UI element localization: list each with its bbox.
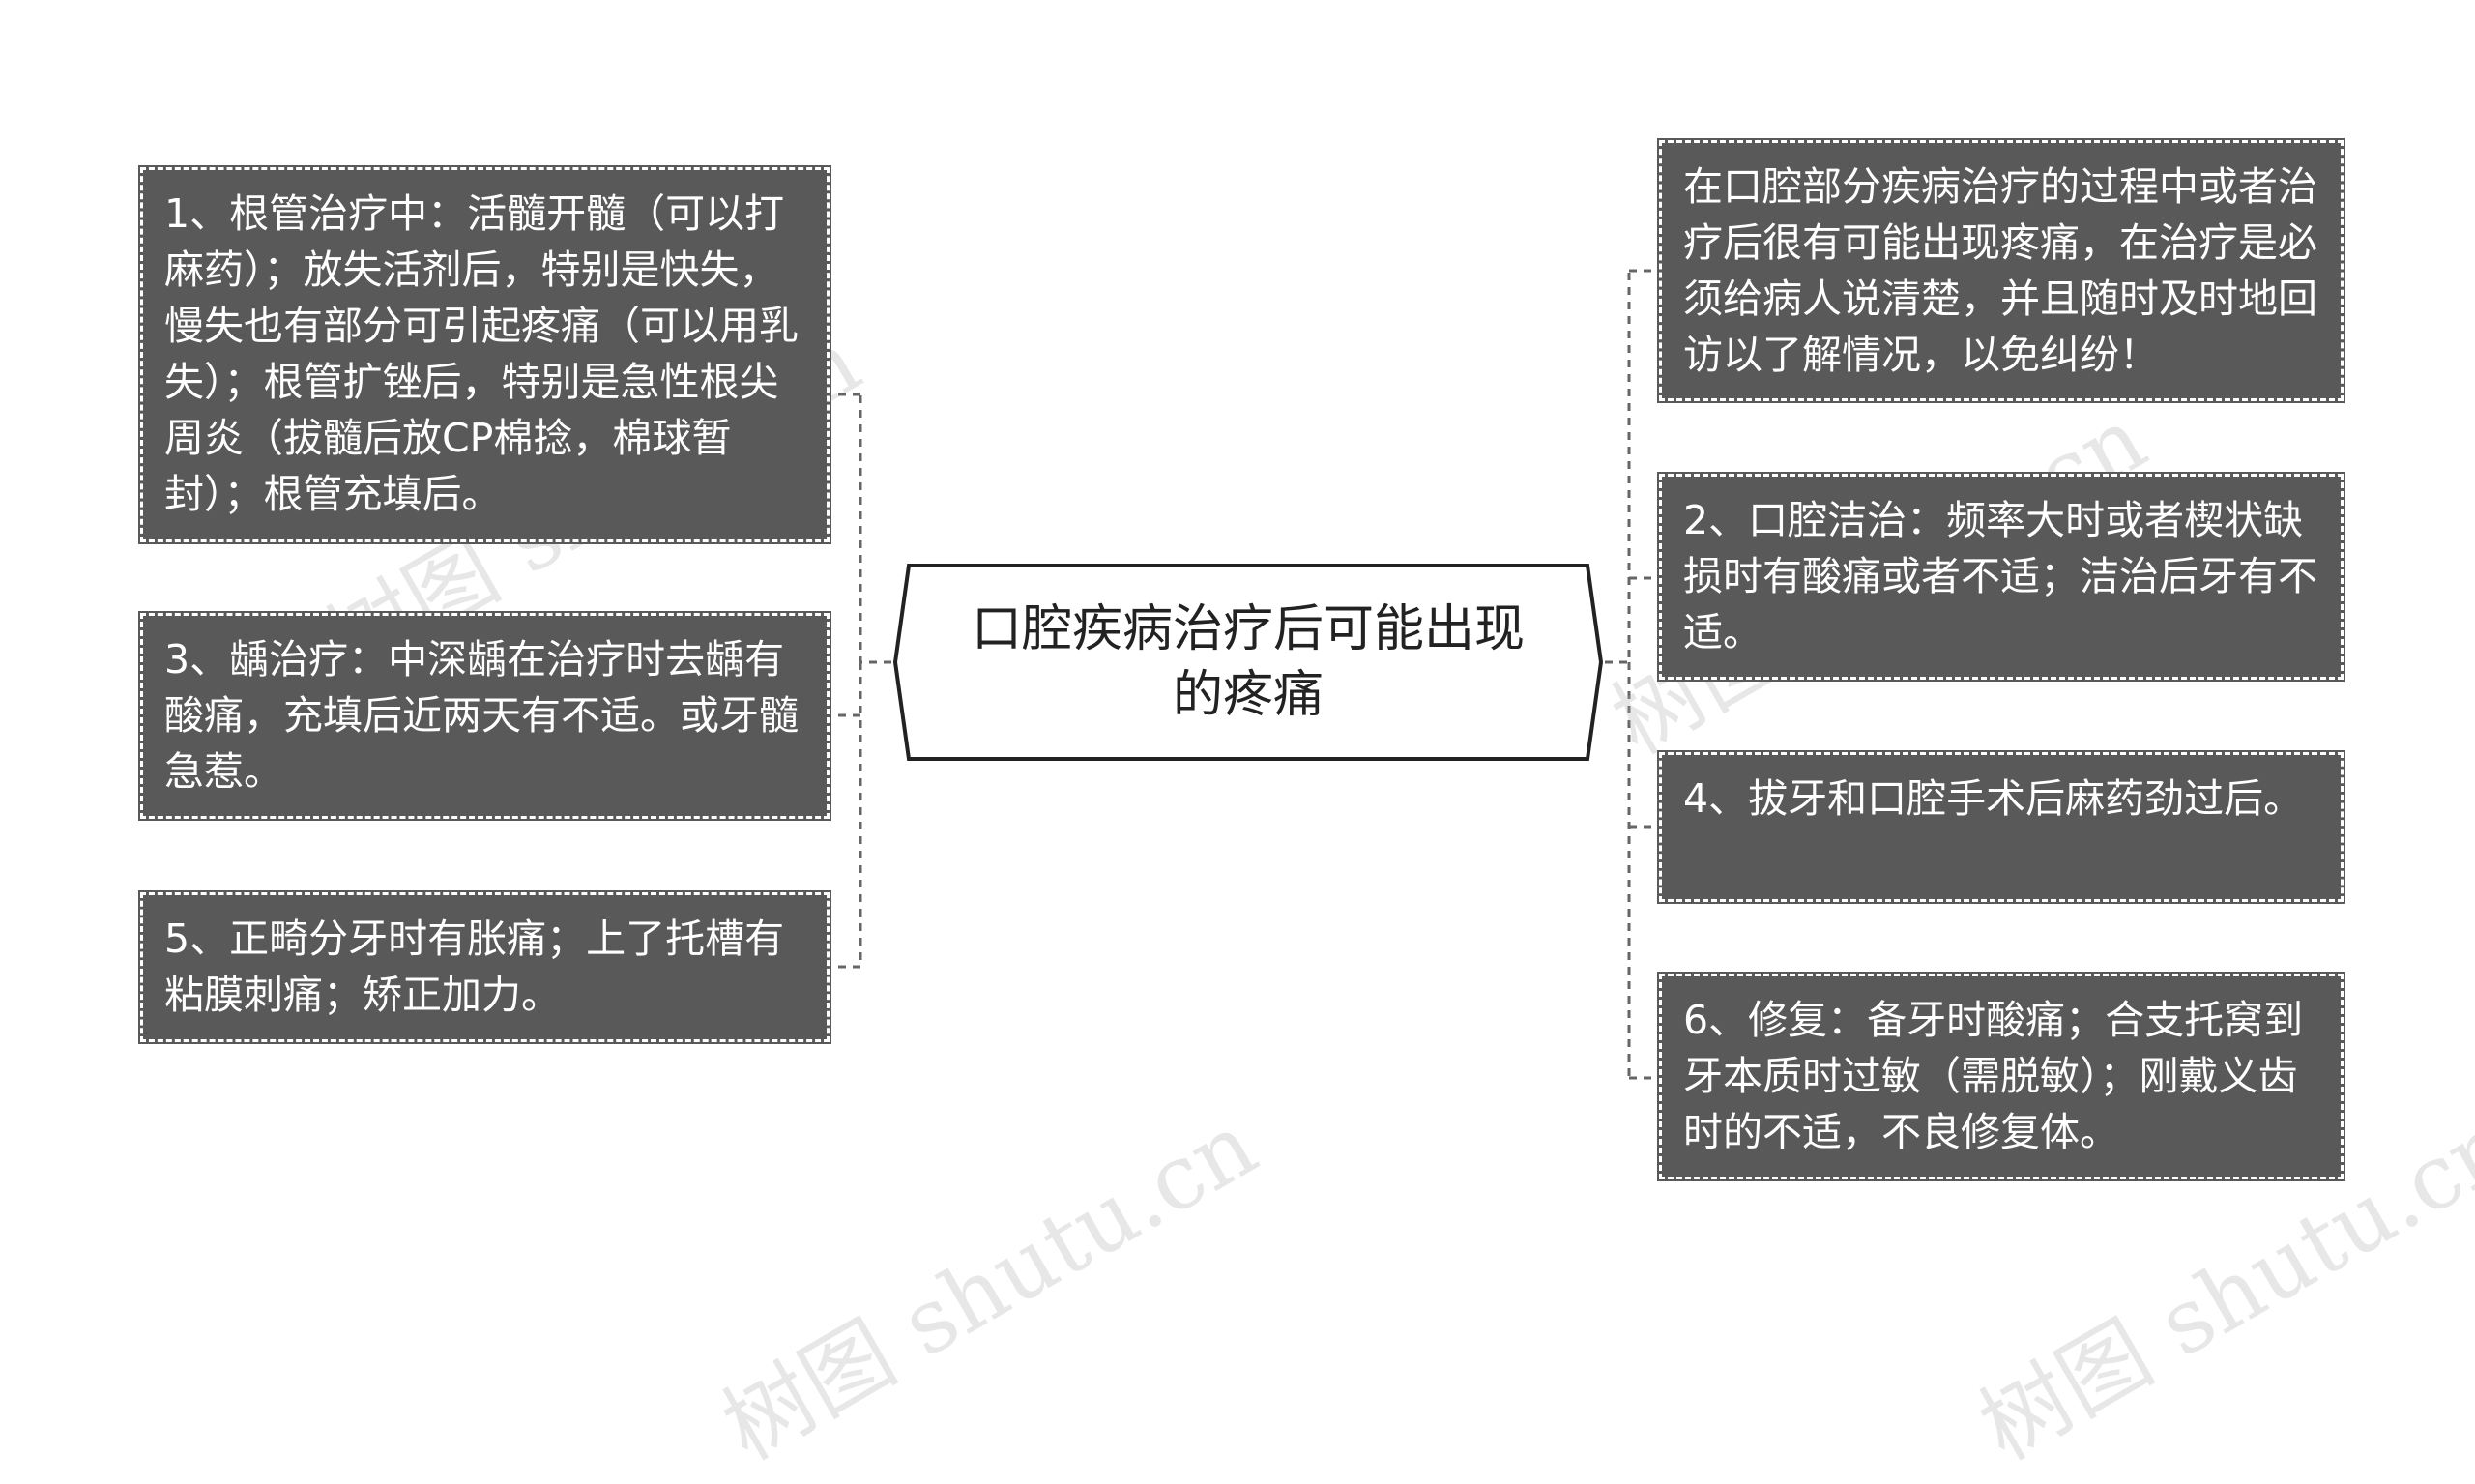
topic-text: 6、修复：备牙时酸痛；合支托窝到牙本质时过敏（需脱敏）；刚戴义齿时的不适，不良修…	[1683, 997, 2304, 1155]
topic-prosthodontics[interactable]: 6、修复：备牙时酸痛；合支托窝到牙本质时过敏（需脱敏）；刚戴义齿时的不适，不良修…	[1657, 972, 2345, 1181]
connector-right-trunk	[1605, 271, 1631, 1078]
topic-text: 3、龋治疗：中深龋在治疗时去龋有酸痛，充填后近两天有不适。或牙髓急惹。	[164, 636, 799, 795]
central-topic-label: 口腔疾病治疗后可能出现的疼痛	[971, 600, 1525, 724]
topic-text: 在口腔部分疾病治疗的过程中或者治疗后很有可能出现疼痛，在治疗是必须给病人说清楚，…	[1683, 163, 2317, 378]
mind-map-canvas: 树图 shutu.cn 树图 shutu.cn 树图 shutu.cn 树图 s…	[138, 138, 2475, 1480]
topic-text: 5、正畸分牙时有胀痛；上了托槽有粘膜刺痛；矫正加力。	[164, 916, 785, 1018]
topic-text: 4、拔牙和口腔手术后麻药劲过后。	[1683, 775, 2304, 822]
central-topic-shape	[892, 564, 1604, 761]
topic-caries-treatment[interactable]: 3、龋治疗：中深龋在治疗时去龋有酸痛，充填后近两天有不适。或牙髓急惹。	[138, 611, 831, 821]
connector-lines	[833, 269, 1655, 1080]
central-topic[interactable]: 口腔疾病治疗后可能出现的疼痛	[891, 559, 1605, 766]
topic-text: 2、口腔洁治：频率大时或者楔状缺损时有酸痛或者不适；洁治后牙有不适。	[1683, 497, 2317, 655]
topic-orthodontics[interactable]: 5、正畸分牙时有胀痛；上了托槽有粘膜刺痛；矫正加力。	[138, 890, 831, 1044]
topic-extraction-surgery[interactable]: 4、拔牙和口腔手术后麻药劲过后。	[1657, 750, 2345, 904]
connector-left-trunk	[859, 394, 891, 967]
topic-root-canal-treatment[interactable]: 1、根管治疗中：活髓开髓（可以打麻药）；放失活剂后，特别是快失，慢失也有部分可引…	[138, 165, 831, 544]
topic-dental-scaling[interactable]: 2、口腔洁治：频率大时或者楔状缺损时有酸痛或者不适；洁治后牙有不适。	[1657, 472, 2345, 682]
topic-text: 1、根管治疗中：活髓开髓（可以打麻药）；放失活剂后，特别是快失，慢失也有部分可引…	[164, 190, 799, 517]
topic-general-note[interactable]: 在口腔部分疾病治疗的过程中或者治疗后很有可能出现疼痛，在治疗是必须给病人说清楚，…	[1657, 138, 2345, 403]
